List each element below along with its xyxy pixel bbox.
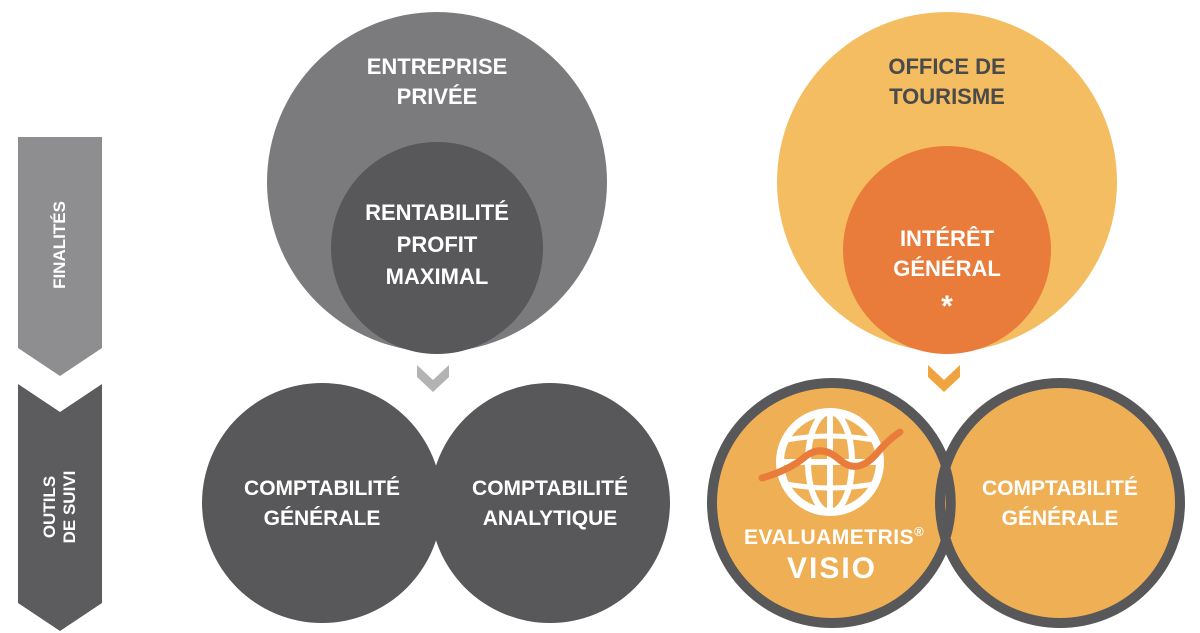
comptabilite-generale-right-circle [935, 378, 1185, 628]
office-line2: TOURISME [889, 84, 1005, 109]
registered-mark: ® [914, 524, 925, 539]
office-line1: OFFICE DE [888, 54, 1006, 79]
rentabilite-circle [331, 142, 543, 354]
outils-de-suivi-label: OUTILS DE SUIVI [40, 457, 80, 557]
comptabilite-generale-right-label: COMPTABILITÉ GÉNÉRALE [960, 474, 1160, 534]
globe-logo-icon [758, 408, 904, 516]
office-de-tourisme-label: OFFICE DE TOURISME [847, 52, 1047, 112]
rentabilite-line1: RENTABILITÉ [365, 200, 509, 225]
left-tools-overlap [430, 466, 442, 540]
tool2-line1: COMPTABILITÉ [472, 477, 628, 500]
chevron-down-right-icon [928, 365, 960, 392]
comptabilite-analytique-circle [430, 383, 670, 623]
interet-line1: INTÉRÊT [899, 226, 995, 251]
visio-product-text: VISIO [786, 552, 878, 585]
outils-label-line1: OUTILS [40, 475, 59, 539]
interet-asterisk: * [941, 290, 953, 323]
rentabilite-line2: PROFIT [396, 232, 478, 257]
finalites-arrow [18, 137, 102, 376]
comptabilite-generale-left-circle [202, 383, 442, 623]
entreprise-privee-label: ENTREPRISE PRIVÉE [337, 52, 537, 112]
tool3-line2: GÉNÉRALE [1001, 507, 1119, 530]
interet-general-label: INTÉRÊT GÉNÉRAL * [847, 224, 1047, 322]
tool3-line1: COMPTABILITÉ [982, 477, 1138, 500]
rentabilite-label: RENTABILITÉ PROFIT MAXIMAL [337, 197, 537, 293]
chevron-down-left-icon [417, 365, 449, 392]
entreprise-line2: PRIVÉE [396, 84, 478, 109]
brand-name: EVALUAMETRIS [744, 526, 915, 549]
entreprise-line1: ENTREPRISE [366, 54, 508, 79]
tool1-line1: COMPTABILITÉ [244, 477, 400, 500]
interet-general-circle [843, 146, 1051, 354]
interet-line2: GÉNÉRAL [893, 256, 1001, 281]
trend-line-icon [758, 428, 904, 482]
tool1-line2: GÉNÉRALE [263, 507, 381, 530]
tool2-line2: ANALYTIQUE [482, 507, 618, 530]
right-tools-overlap [941, 468, 956, 538]
outils-label-line2: DE SUIVI [60, 470, 79, 544]
comptabilite-analytique-label: COMPTABILITÉ ANALYTIQUE [450, 474, 650, 534]
outils-arrow [18, 384, 102, 631]
finalites-label: FINALITÉS [50, 201, 69, 289]
comptabilite-generale-left-label: COMPTABILITÉ GÉNÉRALE [222, 474, 422, 534]
rentabilite-line3: MAXIMAL [385, 264, 489, 289]
evaluametris-brand-text: EVALUAMETRIS® [744, 524, 924, 550]
